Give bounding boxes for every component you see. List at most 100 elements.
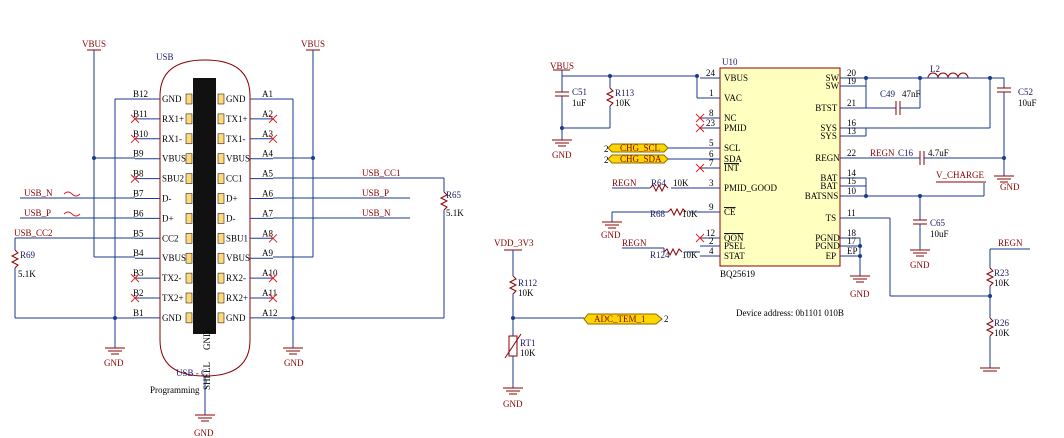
svg-text:1uF: 1uF (572, 98, 586, 108)
svg-text:PGND: PGND (815, 241, 840, 251)
svg-text:REGN: REGN (815, 153, 840, 163)
usb-pin-num: A2 (262, 109, 273, 119)
svg-text:BAT: BAT (820, 181, 838, 191)
svg-text:GND: GND (850, 289, 870, 299)
usb-pin-name: D- (162, 194, 172, 204)
usb-pin-name: GND (162, 94, 182, 104)
svg-text:GND: GND (284, 358, 304, 368)
svg-text:R69: R69 (20, 250, 36, 260)
svg-text:GND: GND (194, 428, 214, 438)
usb-pin-name: TX2- (162, 273, 182, 283)
usb-pin-num: B3 (133, 268, 144, 278)
svg-text:R68: R68 (650, 209, 666, 219)
usb-pin-num: A1 (262, 89, 273, 99)
device-address: Device address: 0b1101 010B (736, 308, 844, 318)
usb-pin-num: A4 (262, 149, 273, 159)
svg-text:PGND: PGND (815, 233, 840, 243)
svg-text:10K: 10K (994, 328, 1010, 338)
svg-text:8: 8 (709, 108, 714, 118)
usb-subtitle: Programming (150, 385, 200, 395)
svg-text:PMID: PMID (724, 123, 747, 133)
usb-cc1: USB_CC1 (362, 168, 401, 178)
svg-text:20: 20 (847, 68, 857, 78)
svg-text:R124: R124 (650, 250, 670, 260)
svg-text:BATSNS: BATSNS (805, 191, 839, 201)
usb-pin-name: VBUS (226, 253, 250, 263)
svg-text:PMID_GOOD: PMID_GOOD (724, 183, 778, 193)
gnd-shell: GND (194, 414, 215, 438)
svg-text:CE: CE (724, 207, 736, 217)
usb-cc2: USB_CC2 (14, 228, 53, 238)
svg-text:5: 5 (709, 138, 714, 148)
gnd-rt1: GND (503, 387, 523, 409)
gnd-c52: GND (994, 175, 1020, 192)
svg-text:GND: GND (601, 230, 621, 240)
svg-text:R113: R113 (615, 88, 635, 98)
svg-text:BQ25619: BQ25619 (720, 269, 756, 279)
usb-pin-num: B2 (133, 288, 144, 298)
svg-text:CHG_SCL: CHG_SCL (620, 143, 660, 153)
gnd-left: GND (104, 347, 125, 368)
svg-text:EP: EP (847, 246, 858, 256)
gnd-u10: GND (850, 275, 870, 299)
usb-pin-num: B11 (133, 109, 148, 119)
svg-text:10uF: 10uF (930, 229, 949, 239)
usb-p-left: USB_P (24, 208, 51, 218)
vbus-symbol-charger: VBUS (550, 61, 574, 71)
svg-text:4: 4 (709, 246, 714, 256)
usb-pin-name: GND (226, 94, 246, 104)
svg-text:9: 9 (709, 202, 714, 212)
svg-text:10K: 10K (615, 98, 631, 108)
svg-text:REGN: REGN (998, 238, 1023, 248)
svg-text:C52: C52 (1018, 87, 1033, 97)
svg-text:19: 19 (847, 76, 857, 86)
usb-pin-a7: A7D- (217, 208, 273, 224)
svg-text:11: 11 (847, 208, 856, 218)
svg-text:GND: GND (552, 150, 572, 160)
svg-text:R26: R26 (994, 318, 1010, 328)
svg-text:7: 7 (709, 158, 714, 168)
svg-text:14: 14 (847, 168, 857, 178)
port-adc-tem: ADC_TEM_1 2 (583, 313, 669, 325)
svg-text:R23: R23 (994, 268, 1010, 278)
svg-text:REGN: REGN (870, 148, 895, 158)
usb-pin-num: B8 (133, 169, 144, 179)
svg-text:TS: TS (826, 213, 837, 223)
usb-pin-name: RX2- (226, 273, 246, 283)
svg-text:12: 12 (706, 228, 715, 238)
usb-pin-num: B6 (133, 208, 144, 218)
svg-text:GND: GND (1000, 182, 1020, 192)
usb-pin-num: B5 (133, 228, 144, 238)
usb-pin-num: A11 (262, 288, 277, 298)
svg-text:2: 2 (604, 144, 609, 154)
usb-pin-name: SBU2 (162, 174, 184, 184)
svg-text:C51: C51 (572, 87, 587, 97)
svg-text:10K: 10K (994, 278, 1010, 288)
svg-text:INT: INT (724, 163, 739, 173)
usb-pin-num: A8 (262, 228, 273, 238)
svg-text:BTST: BTST (815, 103, 838, 113)
svg-text:VDD_3V3: VDD_3V3 (494, 238, 534, 248)
v-charge: V_CHARGE (936, 170, 985, 180)
svg-text:23: 23 (706, 118, 716, 128)
svg-text:C16: C16 (898, 148, 914, 158)
usb-pin-num: B9 (133, 149, 144, 159)
usb-pin-num: B10 (133, 129, 149, 139)
usb-pin-num: B1 (133, 308, 144, 318)
svg-text:GND: GND (503, 399, 523, 409)
